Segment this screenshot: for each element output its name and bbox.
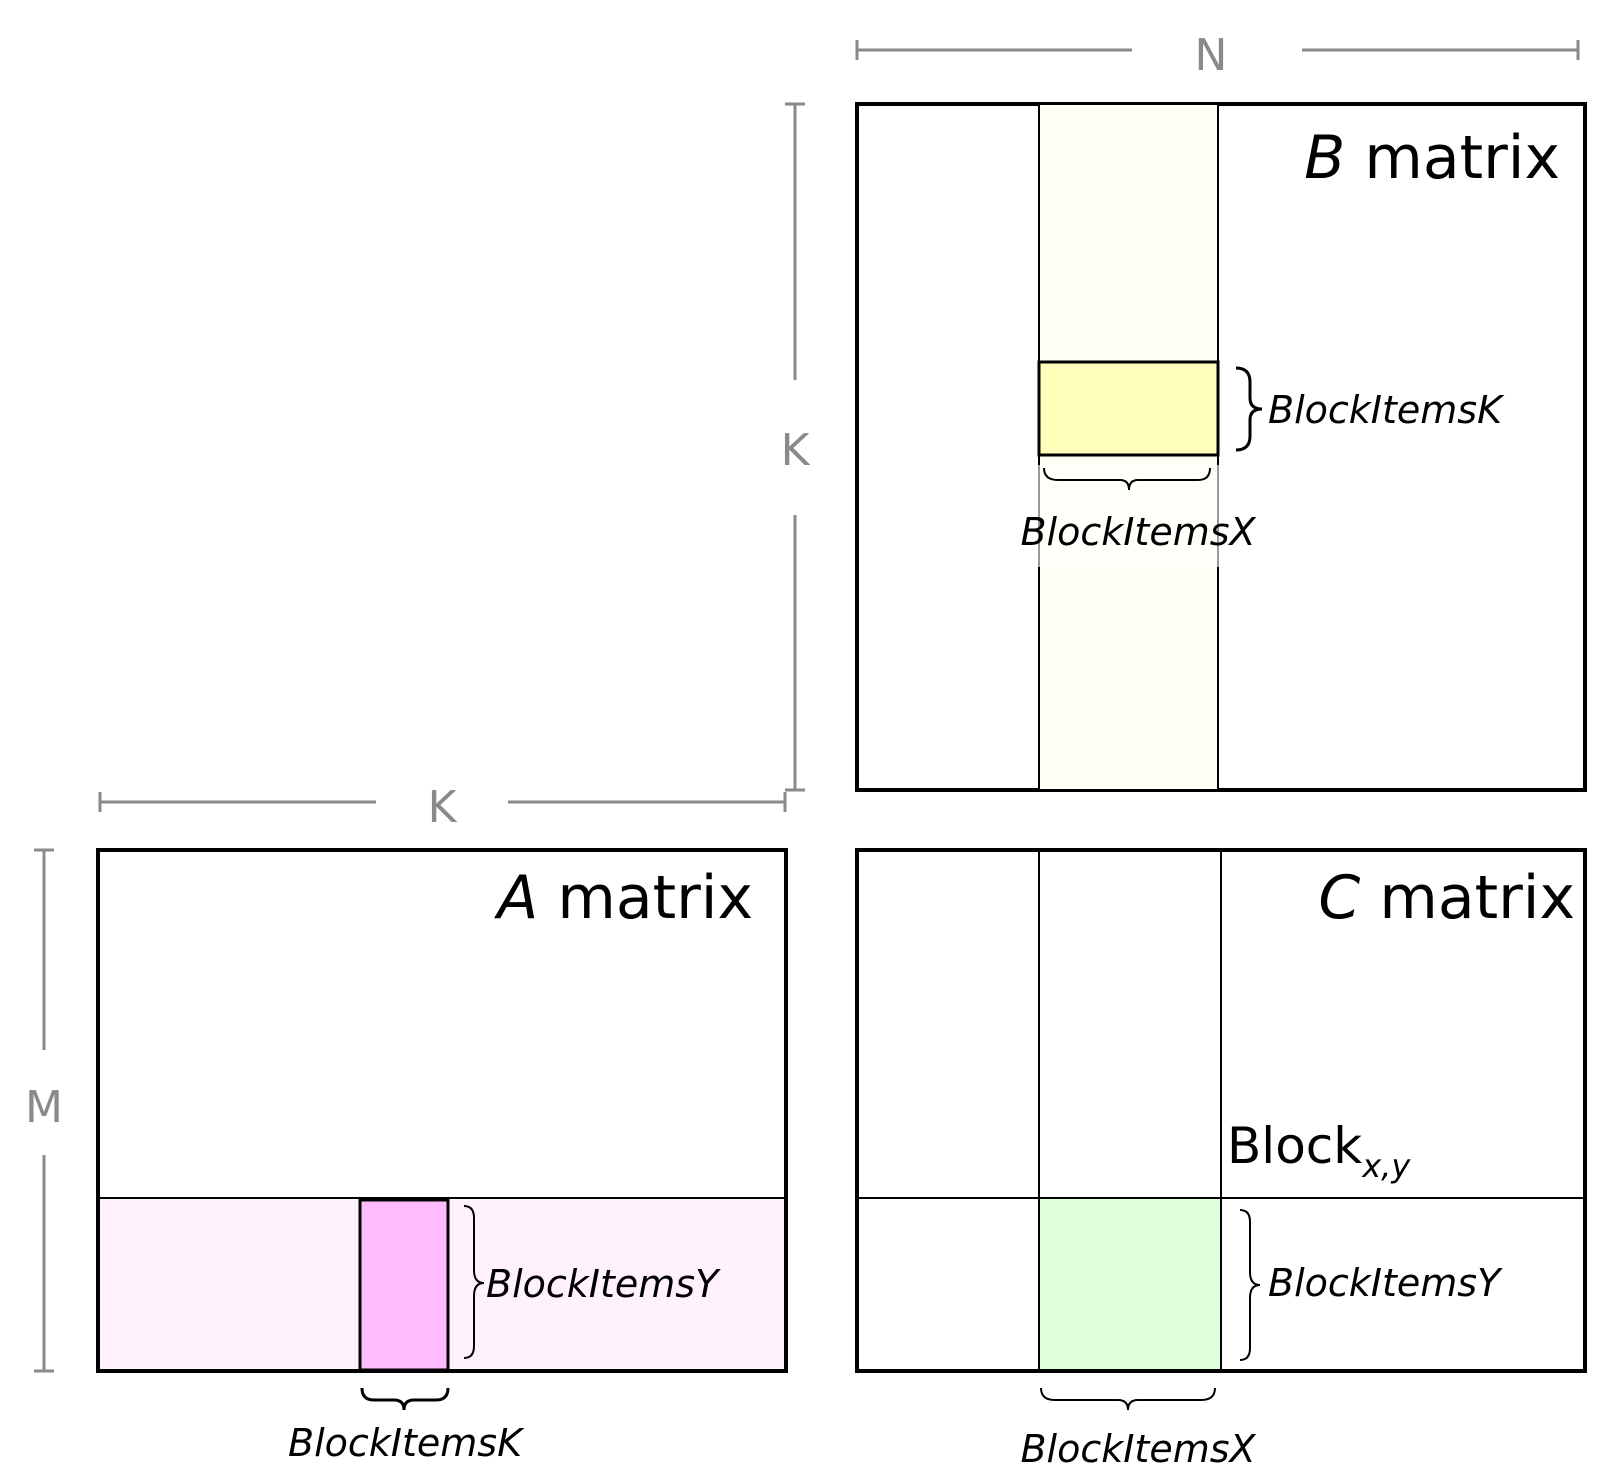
b-matrix-tile (1037, 360, 1220, 457)
a-k-annotation: BlockItemsK (288, 1421, 525, 1465)
n-dimension-label: N (1195, 30, 1228, 81)
b-k-brace (1235, 366, 1263, 452)
n-dimension-marker (855, 40, 1580, 60)
a-matrix-tile (358, 1198, 450, 1372)
b-matrix (855, 102, 1587, 792)
a-y-annotation: BlockItemsY (486, 1262, 721, 1306)
c-matrix-tile (1039, 1198, 1221, 1371)
a-matrix-title-rest: matrix (538, 863, 753, 933)
a-matrix-title: A matrix (493, 863, 753, 933)
c-y-brace (1239, 1209, 1261, 1361)
c-x-brace (1040, 1387, 1216, 1411)
a-k-dimension-label: K (428, 782, 458, 833)
block-label-subscript: x,y (1361, 1147, 1411, 1185)
b-x-brace (1043, 467, 1211, 491)
c-matrix-title: C matrix (1318, 863, 1575, 933)
c-matrix-title-letter: C (1318, 863, 1360, 933)
a-matrix-title-letter: A (493, 863, 538, 933)
m-dimension-label: M (25, 1082, 63, 1133)
b-label-halo (1035, 465, 1225, 567)
b-x-annotation: BlockItemsX (1020, 510, 1256, 554)
block-label-main: Block (1227, 1117, 1362, 1175)
b-matrix-title: B matrix (1304, 123, 1560, 193)
a-y-brace (463, 1205, 485, 1359)
c-matrix-frame-outline (855, 848, 1587, 1373)
b-matrix-title-rest: matrix (1345, 123, 1560, 193)
b-k-annotation: BlockItemsK (1268, 388, 1505, 432)
b-k-dimension-label: K (781, 425, 811, 476)
c-x-annotation: BlockItemsX (1020, 1427, 1256, 1471)
c-y-annotation: BlockItemsY (1268, 1261, 1503, 1305)
a-matrix (96, 848, 788, 1373)
c-matrix-title-rest: matrix (1360, 863, 1575, 933)
a-k-brace (360, 1387, 450, 1411)
b-k-dimension-marker (785, 102, 805, 792)
c-matrix (855, 848, 1587, 1373)
block-label: Blockx,y (1227, 1117, 1411, 1185)
a-matrix-frame-outline (96, 848, 788, 1373)
b-matrix-title-letter: B (1304, 123, 1345, 193)
m-dimension-marker (34, 848, 54, 1373)
a-k-dimension-marker (98, 792, 787, 812)
b-matrix-frame (855, 102, 1587, 792)
